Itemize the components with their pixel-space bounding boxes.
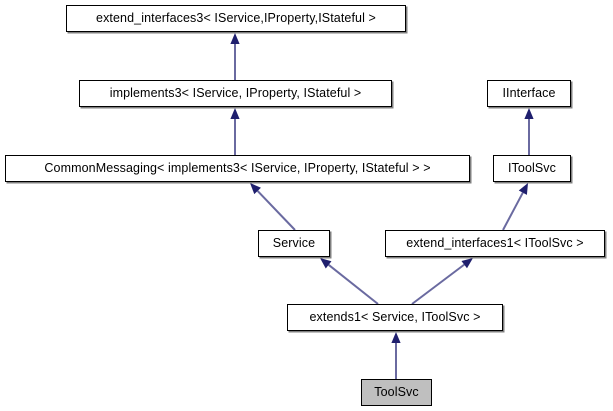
edge-line bbox=[502, 192, 524, 231]
class-node-label: IToolSvc bbox=[507, 161, 557, 176]
inheritance-edge-extends1-to-extend_interfaces1 bbox=[411, 258, 473, 305]
edge-arrowhead bbox=[230, 108, 240, 119]
class-node-label: extend_interfaces1< IToolSvc > bbox=[406, 236, 584, 251]
edge-line bbox=[411, 263, 465, 305]
class-node-toolsvc[interactable]: ToolSvc bbox=[361, 379, 432, 406]
class-node-label: Service bbox=[272, 236, 316, 251]
inheritance-edge-service-to-commonmessaging bbox=[250, 183, 296, 231]
inheritance-edge-implements3-to-extend_interfaces3 bbox=[230, 33, 240, 80]
class-node-commonmessaging[interactable]: CommonMessaging< implements3< IService, … bbox=[5, 155, 470, 182]
class-node-label: ToolSvc bbox=[374, 385, 419, 400]
class-node-extend_interfaces1[interactable]: extend_interfaces1< IToolSvc > bbox=[385, 230, 605, 257]
inheritance-edge-toolsvc-to-extends1 bbox=[391, 332, 401, 379]
class-node-extends1[interactable]: extends1< Service, IToolSvc > bbox=[287, 304, 503, 331]
class-node-label: IInterface bbox=[502, 86, 556, 101]
edge-line bbox=[256, 190, 296, 231]
class-node-label: extend_interfaces3< IService,IProperty,I… bbox=[96, 11, 376, 26]
class-node-implements3[interactable]: implements3< IService, IProperty, IState… bbox=[79, 80, 392, 107]
inheritance-edge-extend_interfaces1-to-itoolsvc bbox=[502, 183, 528, 231]
edge-line bbox=[327, 264, 379, 305]
class-node-extend_interfaces3[interactable]: extend_interfaces3< IService,IProperty,I… bbox=[66, 5, 406, 32]
class-node-service[interactable]: Service bbox=[258, 230, 330, 257]
inheritance-edge-itoolsvc-to-iinterface bbox=[524, 108, 534, 155]
class-node-label: implements3< IService, IProperty, IState… bbox=[109, 86, 362, 101]
edge-arrowhead bbox=[461, 258, 473, 269]
edge-arrowhead bbox=[320, 258, 332, 269]
class-node-label: CommonMessaging< implements3< IService, … bbox=[44, 161, 431, 176]
edge-arrowhead bbox=[230, 33, 240, 44]
edge-arrowhead bbox=[391, 332, 401, 343]
class-node-itoolsvc[interactable]: IToolSvc bbox=[493, 155, 571, 182]
inheritance-edge-commonmessaging-to-implements3 bbox=[230, 108, 240, 155]
edge-arrowhead bbox=[250, 183, 261, 195]
class-node-label: extends1< Service, IToolSvc > bbox=[309, 310, 481, 325]
class-node-iinterface[interactable]: IInterface bbox=[487, 80, 571, 107]
edge-arrowhead bbox=[524, 108, 534, 119]
inheritance-edge-extends1-to-service bbox=[320, 258, 379, 305]
edge-arrowhead bbox=[518, 183, 528, 195]
